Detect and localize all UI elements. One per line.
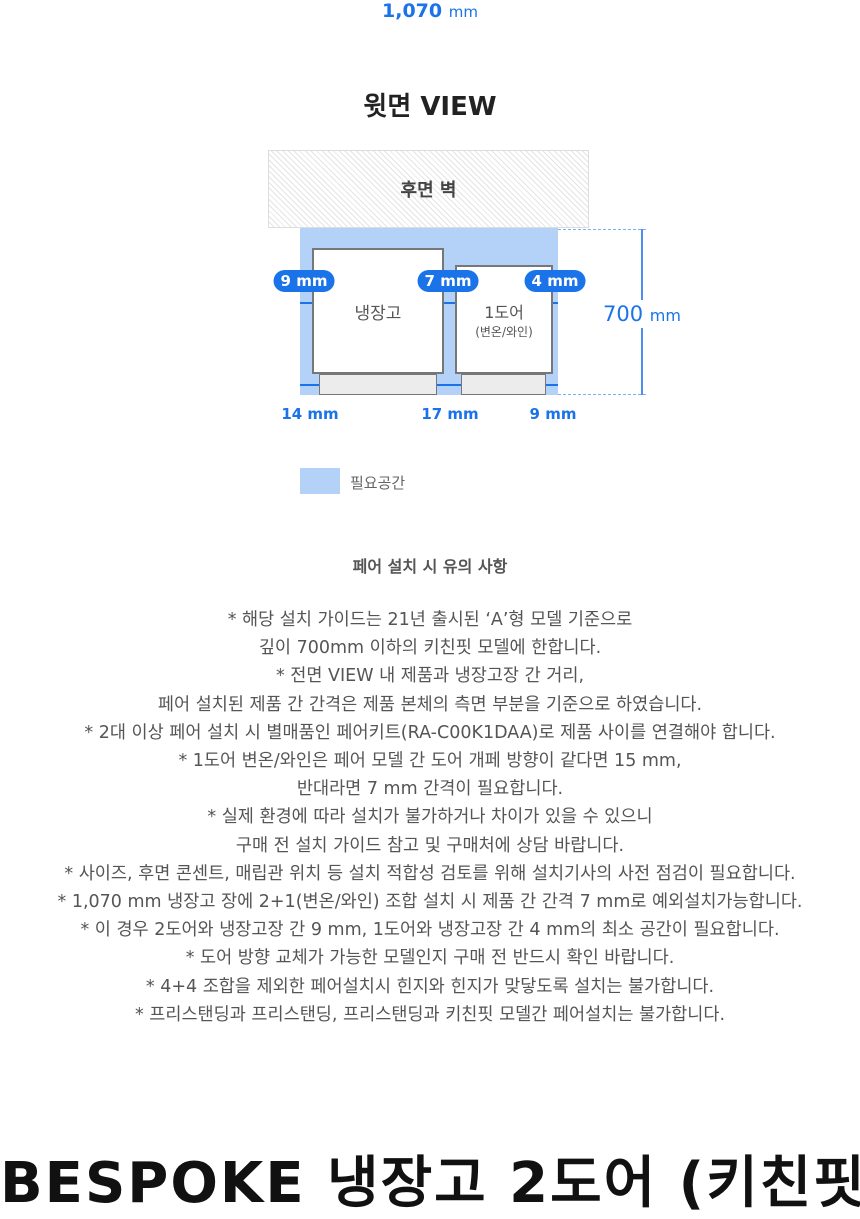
onedoor-sublabel: (변온/와인) <box>475 325 533 339</box>
note-line: * 1,070 mm 냉장고 장에 2+1(변온/와인) 조합 설치 시 제품 … <box>57 892 803 913</box>
wall-label: 후면 벽 <box>400 180 457 201</box>
arrow-icon <box>553 302 558 304</box>
fridge-label: 냉장고 <box>354 303 402 324</box>
arrow-icon <box>300 384 319 386</box>
bottom-gap-middle: 17 mm <box>421 405 479 423</box>
fridge-base <box>319 374 437 395</box>
section-heading: BESPOKE 냉장고 2도어 (키친핏) <box>0 1151 860 1216</box>
note-line: * 해당 설치 가이드는 21년 출시된 ‘A’형 모델 기준으로 <box>227 610 633 630</box>
note-line: * 프리스탠딩과 프리스탠딩, 프리스탠딩과 키친핏 모델간 페어설치는 불가합… <box>134 1004 726 1025</box>
arrow-icon <box>546 384 558 386</box>
width-dimension: 1,070 mm <box>0 0 860 22</box>
legend-label: 필요공간 <box>350 474 406 492</box>
dimension-guide-top <box>558 229 646 230</box>
note-line: * 4+4 조합을 제외한 페어설치시 힌지와 힌지가 맞닿도록 설치는 불가합… <box>145 976 715 997</box>
bottom-gap-left: 14 mm <box>281 405 339 423</box>
arrow-icon <box>437 384 461 386</box>
note-line: 구매 전 설치 가이드 참고 및 구매처에 상담 바랍니다. <box>235 835 625 856</box>
note-line: * 실제 환경에 따라 설치가 불가하거나 차이가 있을 수 있으니 <box>207 807 653 828</box>
note-line: * 사이즈, 후면 콘센트, 매립관 위치 등 설치 적합성 검토를 위해 설치… <box>64 863 796 884</box>
depth-unit: mm <box>649 306 681 325</box>
depth-dimension: 700 mm <box>603 300 681 328</box>
notes-title: 페어 설치 시 유의 사항 <box>352 557 508 576</box>
note-line: 깊이 700mm 이하의 키친핏 모델에 한합니다. <box>258 638 602 659</box>
note-line: 반대라면 7 mm 간격이 필요합니다. <box>296 779 564 800</box>
note-line: 페어 설치된 제품 간 간격은 제품 본체의 측면 부분을 기준으로 하였습니다… <box>157 694 703 715</box>
note-line: * 2대 이상 페어 설치 시 별매품인 페어키트(RA-C00K1DAA)로 … <box>84 722 776 743</box>
width-unit: mm <box>448 3 478 21</box>
fridge-box: 냉장고 <box>312 248 444 374</box>
note-line: * 도어 방향 교체가 가능한 모델인지 구매 전 반드시 확인 바랍니다. <box>185 948 675 969</box>
arrow-icon <box>300 302 312 304</box>
note-line: * 1도어 변온/와인은 페어 모델 간 도어 개페 방향이 같다면 15 mm… <box>178 751 682 772</box>
bottom-gap-right: 9 mm <box>529 405 577 423</box>
onedoor-base <box>461 374 546 395</box>
gap-pill-left: 9 mm <box>273 270 335 292</box>
gap-pill-right: 4 mm <box>524 270 586 292</box>
note-line: * 이 경우 2도어와 냉장고장 간 9 mm, 1도어와 냉장고장 간 4 m… <box>80 920 780 941</box>
legend-swatch <box>300 468 340 494</box>
view-title: 윗면 VIEW <box>363 92 497 122</box>
onedoor-label: 1도어 <box>484 303 524 322</box>
note-line: * 전면 VIEW 내 제품과 냉장고장 간 거리, <box>275 666 585 687</box>
rear-wall: 후면 벽 <box>268 150 589 228</box>
gap-pill-middle: 7 mm <box>417 270 479 292</box>
dimension-guide-bottom <box>558 394 646 395</box>
width-value: 1,070 <box>382 0 443 22</box>
depth-value: 700 <box>603 302 644 326</box>
arrow-icon <box>444 302 455 304</box>
